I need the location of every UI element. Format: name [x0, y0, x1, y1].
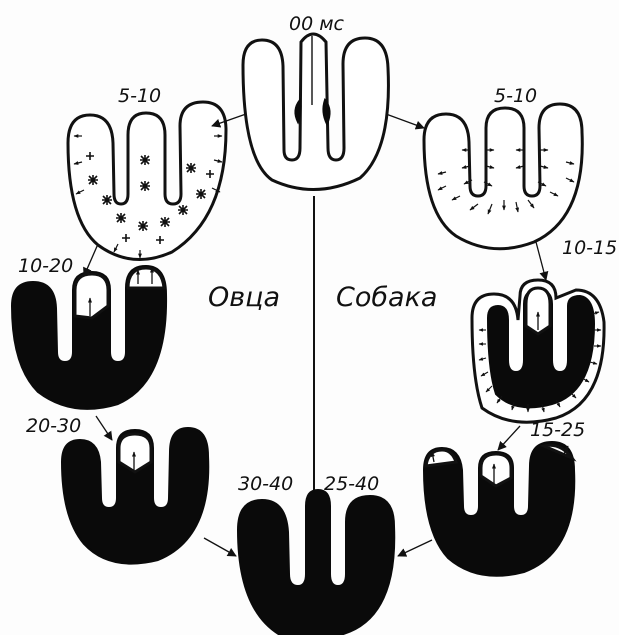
label-sheep-5-10: 5-10	[118, 85, 161, 107]
arrow-dog-10-15-to-15-25	[498, 426, 520, 450]
label-final-sheep: 30-40	[238, 473, 293, 495]
label-00ms: 00 мс	[289, 13, 345, 35]
label-dog: Собака	[336, 282, 437, 313]
label-sheep: Овца	[208, 282, 280, 313]
arrow-start-to-dog	[386, 114, 424, 128]
heart-sheep-20-30	[62, 428, 208, 564]
label-dog-5-10: 5-10	[494, 85, 537, 107]
heart-00ms	[243, 34, 388, 190]
arrow-dog-15-25-to-final	[398, 540, 432, 556]
heart-sheep-5-10	[68, 102, 226, 260]
label-dog-15-25: 15-25	[530, 419, 585, 441]
heart-dog-15-25	[424, 442, 574, 576]
label-dog-10-15: 10-15	[562, 237, 617, 259]
label-final-dog: 25-40	[324, 473, 379, 495]
arrow-dog-5-10-to-10-15	[536, 242, 546, 280]
label-sheep-20-30: 20-30	[26, 415, 81, 437]
label-sheep-10-20: 10-20	[18, 255, 73, 277]
heart-sheep-10-20	[12, 266, 166, 409]
heart-dog-10-15	[472, 280, 604, 422]
arrow-sheep-10-20-to-20-30	[96, 416, 112, 440]
arrow-sheep-20-30-to-final	[204, 538, 236, 556]
heart-final	[238, 490, 394, 635]
heart-dog-5-10	[424, 104, 582, 249]
